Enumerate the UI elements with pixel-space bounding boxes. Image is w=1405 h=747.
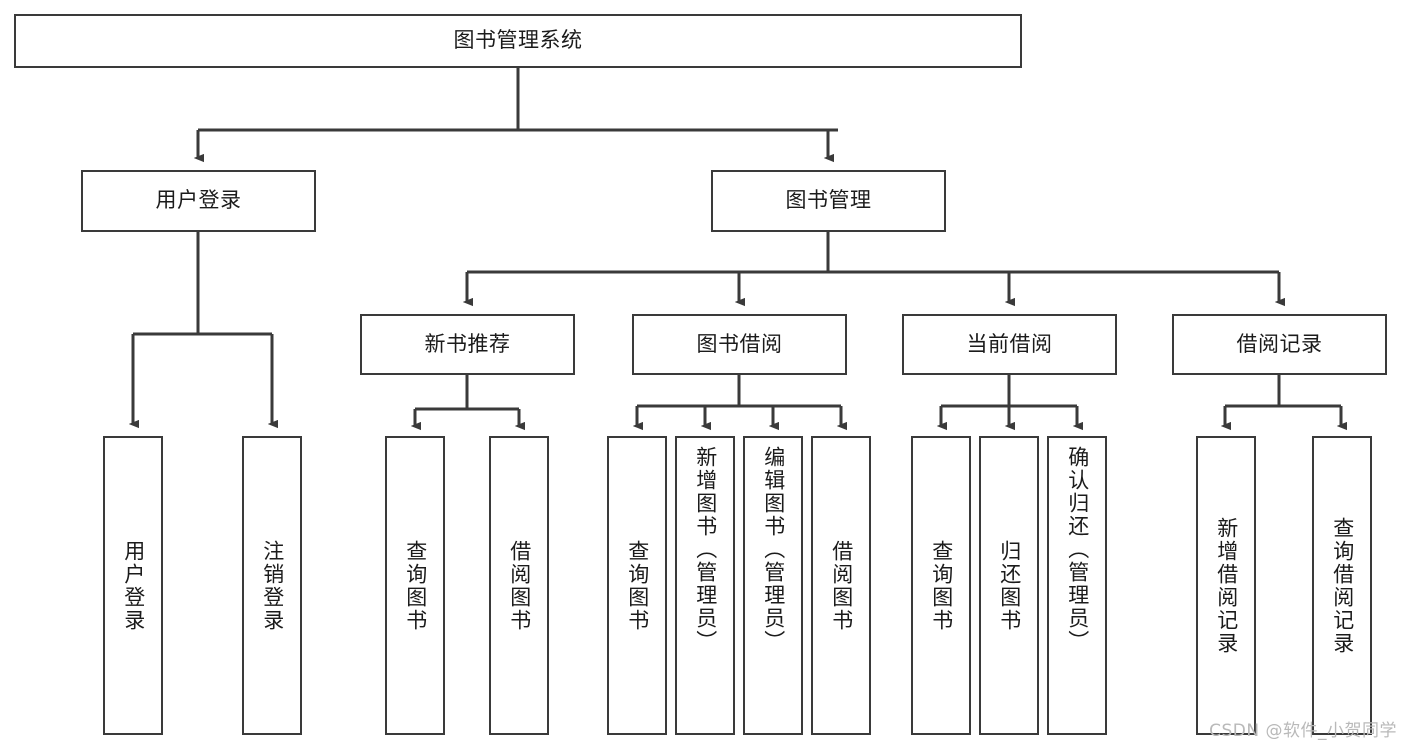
node-leaf-query-book-2[interactable]: 查询图书 bbox=[607, 436, 667, 735]
node-book-borrow[interactable]: 图书借阅 bbox=[632, 314, 847, 375]
node-leaf-add-book-label: 新增图书（管理员） bbox=[693, 446, 718, 653]
node-leaf-add-book[interactable]: 新增图书（管理员） bbox=[675, 436, 735, 735]
node-leaf-confirm-return[interactable]: 确认归还（管理员） bbox=[1047, 436, 1107, 735]
node-leaf-return-book-label: 归还图书 bbox=[997, 539, 1022, 632]
node-new-book-recommend-label: 新书推荐 bbox=[424, 331, 511, 356]
node-leaf-edit-book-label: 编辑图书（管理员） bbox=[761, 446, 786, 653]
node-leaf-add-record-label: 新增借阅记录 bbox=[1214, 516, 1239, 655]
node-leaf-query-book-3-label: 查询图书 bbox=[929, 539, 954, 632]
node-leaf-add-record[interactable]: 新增借阅记录 bbox=[1196, 436, 1256, 735]
node-leaf-query-record[interactable]: 查询借阅记录 bbox=[1312, 436, 1372, 735]
node-book-manage-label: 图书管理 bbox=[785, 188, 872, 213]
node-leaf-edit-book[interactable]: 编辑图书（管理员） bbox=[743, 436, 803, 735]
node-leaf-borrow-book-1[interactable]: 借阅图书 bbox=[489, 436, 549, 735]
node-leaf-query-book-1-label: 查询图书 bbox=[403, 539, 428, 632]
node-current-borrow[interactable]: 当前借阅 bbox=[902, 314, 1117, 375]
node-leaf-borrow-book-2[interactable]: 借阅图书 bbox=[811, 436, 871, 735]
node-current-borrow-label: 当前借阅 bbox=[966, 331, 1053, 356]
node-leaf-user-login-label: 用户登录 bbox=[121, 539, 146, 632]
node-root-label: 图书管理系统 bbox=[453, 28, 583, 53]
node-leaf-query-record-label: 查询借阅记录 bbox=[1330, 516, 1355, 655]
node-leaf-user-logout[interactable]: 注销登录 bbox=[242, 436, 302, 735]
node-leaf-borrow-book-2-label: 借阅图书 bbox=[829, 539, 854, 632]
node-leaf-user-login[interactable]: 用户登录 bbox=[103, 436, 163, 735]
node-leaf-query-book-2-label: 查询图书 bbox=[625, 539, 650, 632]
node-borrow-record-label: 借阅记录 bbox=[1236, 331, 1323, 356]
node-leaf-user-logout-label: 注销登录 bbox=[260, 539, 285, 632]
node-leaf-query-book-3[interactable]: 查询图书 bbox=[911, 436, 971, 735]
node-root[interactable]: 图书管理系统 bbox=[14, 14, 1022, 68]
node-book-borrow-label: 图书借阅 bbox=[696, 331, 783, 356]
node-user-login[interactable]: 用户登录 bbox=[81, 170, 316, 232]
node-leaf-borrow-book-1-label: 借阅图书 bbox=[507, 539, 532, 632]
node-borrow-record[interactable]: 借阅记录 bbox=[1172, 314, 1387, 375]
csdn-watermark: CSDN @软件_小贺同学 bbox=[1209, 721, 1397, 741]
node-leaf-query-book-1[interactable]: 查询图书 bbox=[385, 436, 445, 735]
node-leaf-confirm-return-label: 确认归还（管理员） bbox=[1065, 446, 1090, 653]
node-user-login-label: 用户登录 bbox=[155, 188, 242, 213]
node-book-manage[interactable]: 图书管理 bbox=[711, 170, 946, 232]
node-leaf-return-book[interactable]: 归还图书 bbox=[979, 436, 1039, 735]
node-new-book-recommend[interactable]: 新书推荐 bbox=[360, 314, 575, 375]
